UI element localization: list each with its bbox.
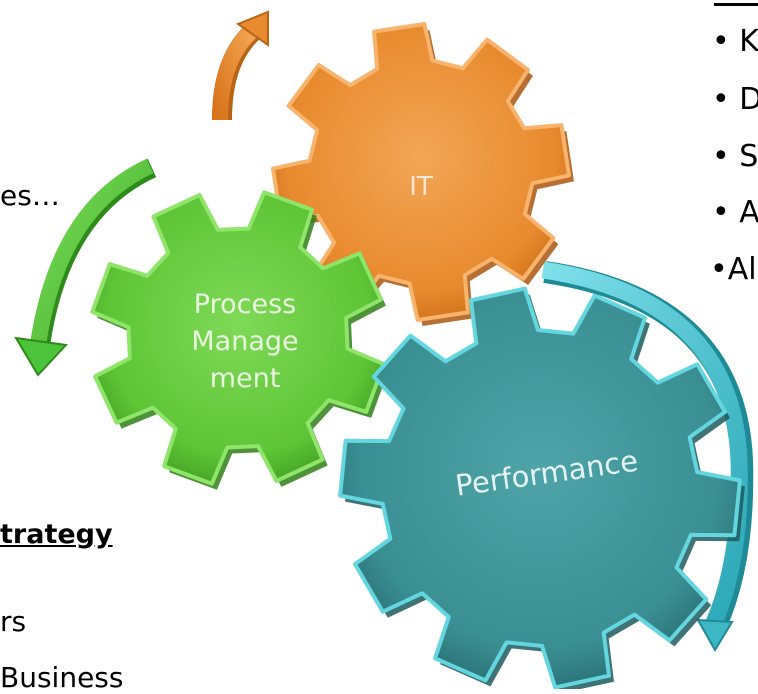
gears-layer <box>90 22 745 689</box>
gear-label-it: IT <box>409 172 433 202</box>
right-list-item-4: • A <box>712 195 758 230</box>
right-list-item-2: • D <box>712 82 758 117</box>
gear-label-process-2: Manage <box>191 326 298 357</box>
teal-curved-arrow <box>541 261 754 652</box>
left-text-line1: es… <box>0 179 60 212</box>
gear-performance <box>338 286 745 689</box>
strategy-heading: trategy <box>0 519 113 550</box>
green-curved-arrow <box>14 158 157 377</box>
right-list-item-1: • K <box>712 24 758 59</box>
right-list-item-3: • S <box>712 139 758 174</box>
left-text-line3: Business <box>0 661 124 694</box>
right-heading-underline <box>714 3 758 6</box>
gear-process-management <box>90 190 389 490</box>
gear-it <box>271 22 574 326</box>
gear-label-process-3: ment <box>210 363 281 394</box>
orange-curved-arrow <box>212 10 269 121</box>
right-list-item-5: •Al <box>710 252 757 287</box>
left-text-line2: rs <box>0 605 27 638</box>
gear-label-process-1: Process <box>194 289 296 320</box>
